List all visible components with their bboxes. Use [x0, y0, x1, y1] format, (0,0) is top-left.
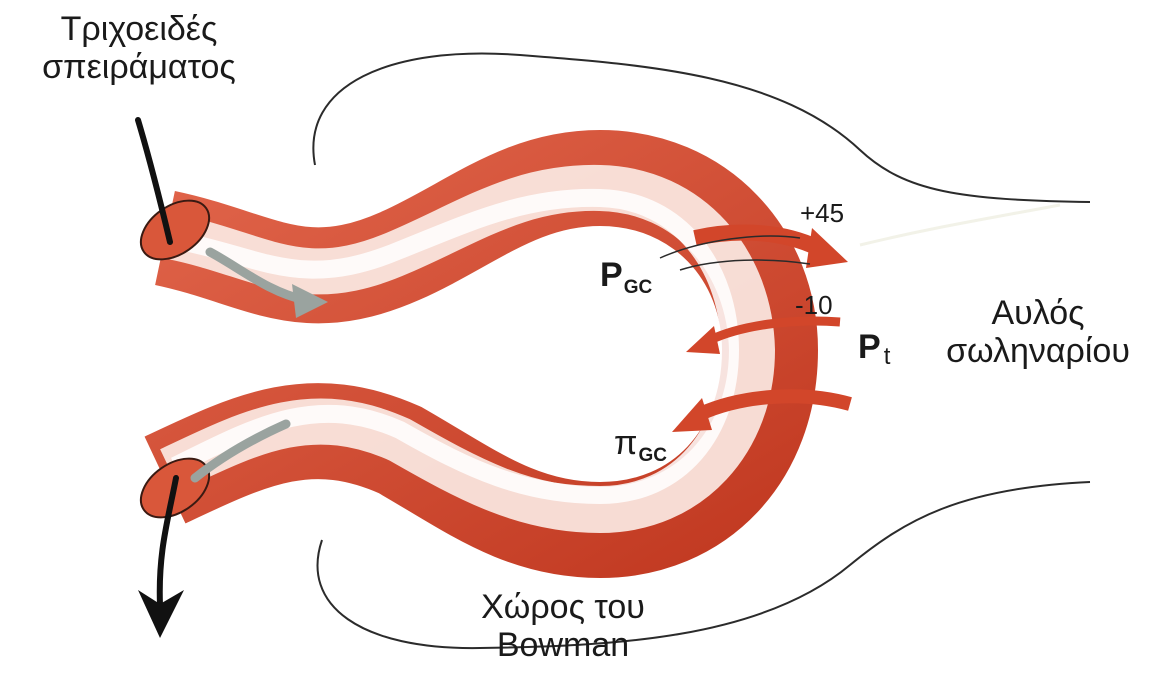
tubule-lumen-label-line1: Αυλός: [918, 294, 1158, 332]
filtration-outflow-arrowhead-icon: [806, 228, 848, 268]
tubule-flow-faint-line: [860, 205, 1060, 245]
capillary-label-line2: σπειράματος: [0, 48, 278, 86]
pi-gc-subscript: GC: [638, 445, 667, 466]
bowman-space-label: Χώρος του Bowman: [448, 588, 678, 664]
pi-gc-symbol: π: [614, 424, 637, 462]
tubule-lumen-label-line2: σωληναρίου: [918, 332, 1158, 370]
outflow-pressure-value: +45: [800, 198, 844, 229]
glomerular-hydrostatic-pressure-symbol: PGC: [600, 256, 652, 299]
inflow-pressure-value: -10: [795, 290, 833, 321]
glomerular-oncotic-pressure-symbol: πGC: [614, 424, 667, 467]
capillary-label: Τριχοειδές σπειράματος: [0, 10, 278, 86]
bowman-space-label-line1: Χώρος του: [448, 588, 678, 626]
p-gc-symbol: P: [600, 256, 623, 294]
p-gc-subscript: GC: [624, 277, 653, 298]
bowman-space-label-line2: Bowman: [448, 626, 678, 664]
tubule-lumen-label: Αυλός σωληναρίου: [918, 294, 1158, 370]
p-t-symbol: P: [858, 328, 881, 366]
capillary-label-line1: Τριχοειδές: [0, 10, 278, 48]
p-t-subscript: t: [884, 343, 891, 370]
